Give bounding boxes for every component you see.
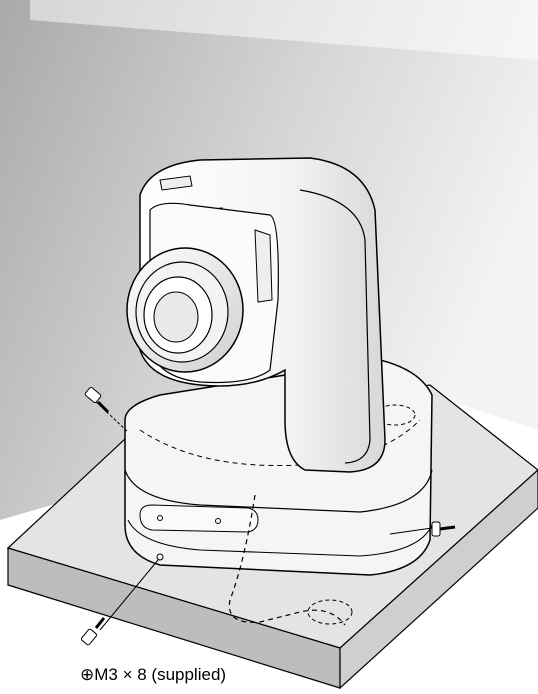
screw-right: [389, 521, 456, 537]
screw-bottom: [80, 559, 159, 646]
wall-shadow: [30, 0, 538, 60]
screw-spec-caption: ⊕M3 × 8 (supplied): [80, 665, 227, 684]
cable: [228, 494, 346, 626]
camera-lens: [126, 247, 244, 373]
screw-left: [84, 386, 129, 433]
